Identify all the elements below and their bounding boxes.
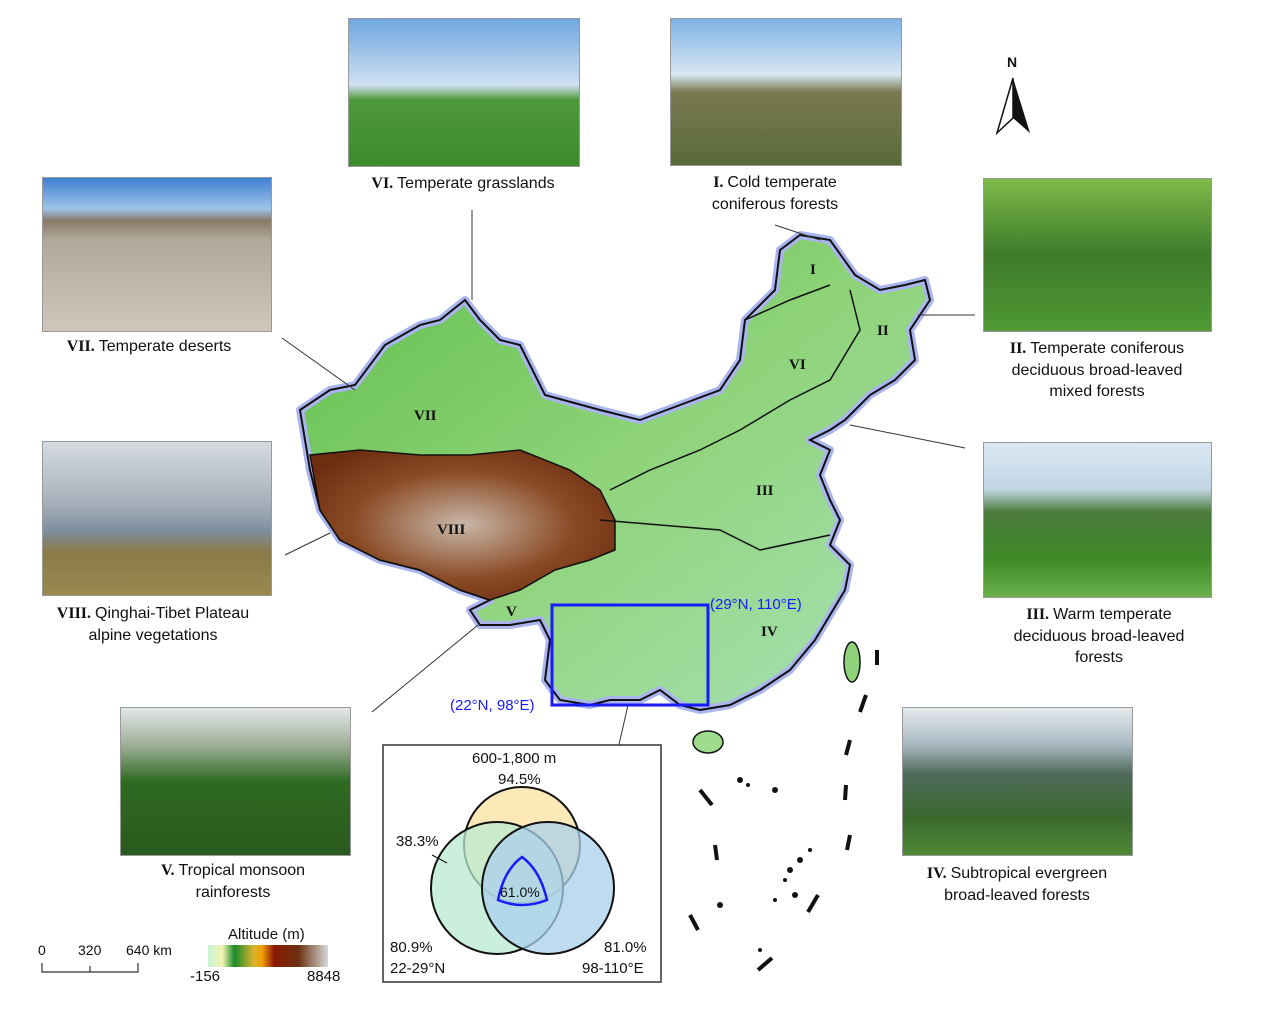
caption-i: I.Cold temperate coniferous forests [660, 172, 890, 215]
venn-left-value: 80.9% [390, 939, 433, 956]
venn-center-value: 61.0% [500, 884, 540, 900]
caption-vi: VI.Temperate grasslands [348, 173, 578, 195]
caption-text: deciduous broad-leaved [1011, 361, 1183, 379]
study-area-box [550, 603, 710, 707]
region-label-ii: II [877, 323, 889, 339]
caption-text: Tropical monsoon [178, 862, 306, 879]
hainan-island [692, 730, 724, 754]
north-label: N [1007, 54, 1018, 70]
caption-numeral: VI. [371, 175, 394, 192]
photo-warm-temperate-forests [983, 442, 1212, 598]
region-label-vii: VII [414, 408, 437, 424]
caption-numeral: V. [160, 862, 175, 879]
scale-bar [41, 963, 139, 973]
region-label-iii: III [756, 483, 774, 499]
altitude-title: Altitude (m) [228, 926, 305, 943]
altitude-min: -156 [190, 968, 221, 985]
caption-ii: II.Temperate coniferous deciduous broad-l… [982, 338, 1212, 403]
box-sw-coordinate: (22°N, 98°E) [450, 697, 535, 714]
photo-temperate-grasslands [348, 18, 580, 167]
caption-text: Subtropical evergreen [950, 865, 1108, 882]
qinghai-tibet-plateau [309, 449, 616, 601]
venn-right-value: 81.0% [604, 939, 647, 956]
venn-left-title: 22-29°N [390, 960, 446, 977]
caption-text: coniferous forests [711, 195, 839, 213]
caption-vii: VII.Temperate deserts [34, 336, 264, 358]
caption-text: Temperate deserts [98, 338, 232, 355]
caption-iv: IV.Subtropical evergreen broad-leaved for… [902, 863, 1132, 906]
caption-numeral: VIII. [56, 605, 92, 622]
caption-numeral: IV. [926, 865, 947, 882]
caption-text: deciduous broad-leaved [1013, 627, 1185, 645]
region-label-v: V [506, 604, 517, 620]
caption-text: mixed forests [1049, 383, 1145, 400]
photo-cold-temperate-forests [670, 18, 902, 166]
caption-numeral: II. [1009, 340, 1027, 357]
north-arrow [995, 77, 1030, 136]
photo-subtropical-forests [902, 707, 1133, 856]
caption-text: Qinghai-Tibet Plateau [95, 605, 250, 622]
caption-text: rainforests [195, 883, 271, 901]
caption-numeral: III. [1026, 606, 1050, 623]
venn-top-value: 94.5% [498, 771, 541, 788]
caption-numeral: I. [713, 174, 724, 191]
venn-right-title: 98-110°E [582, 960, 644, 977]
caption-iii: III.Warm temperate deciduous broad-leaved… [984, 604, 1214, 669]
caption-text: Temperate coniferous [1030, 340, 1185, 357]
caption-text: Cold temperate [727, 174, 837, 191]
caption-v: V.Tropical monsoon rainforests [118, 860, 348, 903]
region-label-viii: VIII [437, 522, 466, 538]
altitude-color-ramp [208, 945, 328, 967]
caption-text: forests [1074, 649, 1123, 666]
scale-tick-640: 640 km [126, 942, 172, 958]
venn-diagram [430, 786, 615, 955]
venn-pair-value: 38.3% [396, 833, 439, 850]
region-label-vi: VI [789, 357, 806, 373]
caption-numeral: VII. [66, 338, 95, 355]
caption-text: alpine vegetations [88, 626, 218, 644]
caption-text: Temperate grasslands [397, 175, 555, 192]
region-label-iv: IV [761, 624, 778, 640]
scale-tick-320: 320 [78, 942, 102, 958]
islands [717, 777, 812, 952]
south-china-sea-boundary [688, 650, 879, 972]
region-label-i: I [810, 262, 816, 278]
taiwan-island [843, 641, 861, 683]
photo-tropical-rainforests [120, 707, 351, 856]
photo-temperate-deserts [42, 177, 272, 332]
photo-qinghai-tibet-plateau [42, 441, 272, 596]
altitude-max: 8848 [307, 968, 341, 985]
caption-text: Warm temperate [1053, 606, 1172, 623]
caption-text: broad-leaved forests [944, 886, 1090, 904]
leader-lines [281, 210, 975, 794]
venn-top-title: 600-1,800 m [472, 750, 557, 767]
photo-temperate-mixed-forests [983, 178, 1212, 332]
box-ne-coordinate: (29°N, 110°E) [710, 596, 802, 613]
caption-viii: VIII.Qinghai-Tibet Plateau alpine vegetat… [38, 603, 268, 646]
scale-tick-0: 0 [38, 942, 46, 958]
